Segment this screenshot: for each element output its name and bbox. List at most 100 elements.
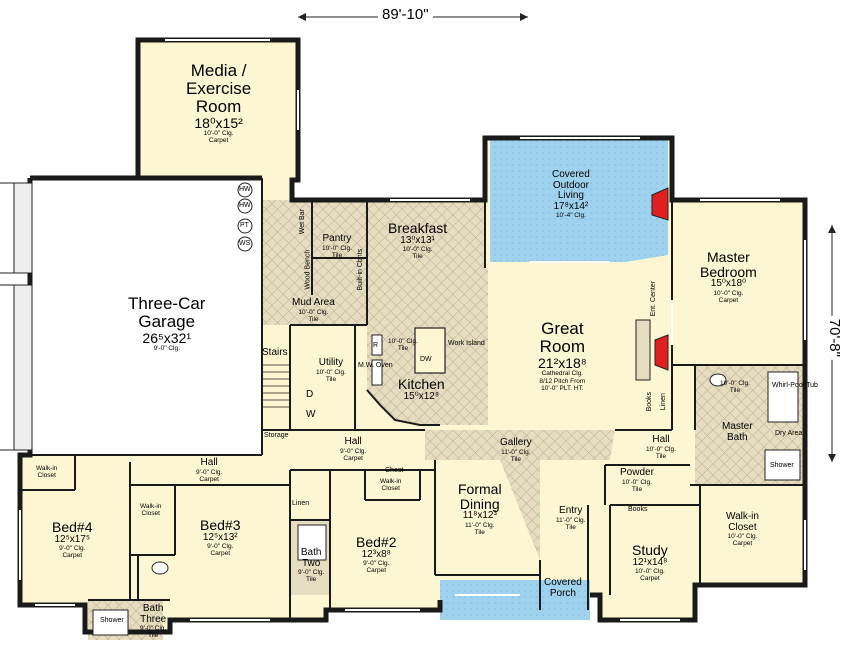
room-great-room: Great Room 21²x18⁸ Cathedral Clg. 8/12 P… <box>538 320 587 392</box>
room-size: 17⁸x14² <box>553 200 589 212</box>
room-size: 26⁵x32¹ <box>142 329 192 346</box>
room-media-exercise: Media / Exercise Room 18⁰x15² 10'-0" Clg… <box>186 62 251 145</box>
linen-label: Linen <box>659 393 667 411</box>
room-pantry: Pantry 10'-0" Clg. Tile <box>322 233 352 259</box>
room-name: Living <box>557 190 584 201</box>
microwave-oven-label: M.W. Oven <box>358 362 393 369</box>
room-note: 9'-0" Clg. <box>59 545 86 553</box>
built-in-cabinets-label: Built-in Cbnts <box>357 248 365 291</box>
room-name: Kitchen <box>398 376 445 392</box>
room-name: Closet <box>37 472 56 480</box>
room-name: Walk-in <box>140 503 162 510</box>
room-note: Carpet <box>640 575 660 583</box>
room-formal-dining: Formal Dining 11⁸x12³ 11'-0" Clg. Tile <box>458 482 502 536</box>
room-master-bath: Master Bath <box>722 421 753 443</box>
room-name: Two <box>301 557 321 569</box>
room-name: Walk-in <box>36 465 58 472</box>
room-note: Tile <box>325 375 337 383</box>
room-name: Covered <box>544 577 582 588</box>
room-note: Tile <box>474 529 485 537</box>
room-note: 10'-4" Clg. <box>555 212 586 219</box>
room-note: 10'-0" Clg. <box>203 130 234 138</box>
room-name: Dining <box>459 495 500 512</box>
room-name: Gallery <box>500 437 532 448</box>
room-size: 11⁸x12³ <box>462 510 497 522</box>
room-name: Entry <box>559 505 583 516</box>
room-size: 12¹x14⁸ <box>632 556 668 568</box>
room-note: Tile <box>148 632 159 640</box>
room-note: 8/12 Pitch From <box>539 377 586 385</box>
room-name: Bed#4 <box>52 519 93 535</box>
overall-depth-dimension: 70'-8" <box>826 315 843 360</box>
room-name: Walk-in <box>380 478 402 485</box>
storage-label: Storage <box>264 432 289 439</box>
room-note: Tile <box>655 452 667 460</box>
room-note: Carpet <box>210 550 230 558</box>
room-note: 10'-0" Clg. <box>634 568 665 576</box>
room-note: Tile <box>308 315 319 323</box>
bath-fixtures <box>92 371 801 636</box>
chest-label: Chest <box>385 467 404 474</box>
room-name: Utility <box>318 357 344 368</box>
room-name: Bath <box>300 547 322 558</box>
room-garage: Three-Car Garage 26⁵x32¹ 9'-0" Clg. <box>128 295 205 353</box>
room-name: Formal <box>458 481 502 497</box>
room-bed4: Bed#4 12⁵x17⁵ 9'-0" Clg. Carpet <box>52 519 93 560</box>
room-size: 12⁵x13² <box>202 531 238 543</box>
room-note: 10'-0" PLT. HT. <box>541 384 584 392</box>
room-name: Three-Car <box>128 294 206 313</box>
dishwasher-label: DW <box>420 356 432 363</box>
kitchen-notes: 10'-0" Clg. Tile <box>388 338 418 352</box>
room-note: Carpet <box>199 475 219 483</box>
room-breakfast: Breakfast 13⁰x13¹ 10'-0" Clg. Tile <box>388 221 447 261</box>
room-bed3: Bed#3 12⁵x13² 9'-0" Clg. Carpet <box>200 517 241 558</box>
room-name: Bed#3 <box>200 517 241 533</box>
master-bath-notes: 10'-0" Clg. Tile <box>720 380 750 394</box>
books-label: Books <box>646 391 654 412</box>
room-name: Exercise <box>186 78 252 98</box>
ws-label: WS <box>239 240 251 247</box>
room-note: Carpet <box>732 540 753 548</box>
room-note: 10'-0" Clg. <box>316 368 346 376</box>
linen-closet-label: Linen <box>292 500 310 507</box>
room-master-bedroom: Master Bedroom 15⁰x18⁰ 10'-0" Clg. Carpe… <box>700 250 757 304</box>
room-bath-three: Bath Three 9'-0" Clg. Tile <box>140 603 167 640</box>
wood-bench-label: Wood Bench <box>304 249 312 290</box>
room-note: 10'-0" Clg. <box>402 246 433 254</box>
room-note: 10'-0" Clg. <box>621 478 652 486</box>
garage-floor <box>30 178 262 455</box>
room-name: Closet <box>141 510 160 518</box>
room-note: 11'-0" Clg. <box>501 448 531 456</box>
stairs <box>262 364 290 408</box>
work-island-label: Work Island <box>448 340 485 347</box>
stairs-label: Stairs <box>262 347 288 358</box>
washer-label: W <box>306 409 316 420</box>
room-note: Carpet <box>343 454 363 462</box>
room-note: 9'-0" Clg. <box>153 345 180 353</box>
room-bed2: Bed#2 12³x8⁸ 9'-0" Clg. Carpet <box>356 535 396 575</box>
room-note: 9'-0" Clg. <box>196 468 223 476</box>
room-master-walkin-closet: Walk-in Closet 10'-0" Clg. Carpet <box>726 511 759 548</box>
dry-area-label: Dry Area <box>775 430 803 437</box>
room-name: Hall <box>344 436 362 447</box>
room-name: Study <box>632 542 668 558</box>
room-note: 9'-0" Clg. <box>298 569 325 576</box>
room-name: Closet <box>728 521 757 533</box>
room-name: Three <box>140 613 167 625</box>
room-size: 12⁵x17⁵ <box>54 533 91 545</box>
room-name: Room <box>195 96 242 116</box>
ent-center-label: Ent. Center <box>650 280 658 317</box>
room-note: Carpet <box>366 567 386 575</box>
shower-label: Shower <box>770 462 794 469</box>
room-note: Tile <box>306 576 317 584</box>
room-name: Bath <box>142 603 164 614</box>
room-note: 9'-0" Clg. <box>140 625 167 632</box>
room-note: 9'-0" Clg. <box>363 560 390 568</box>
room-name: Pantry <box>322 233 352 244</box>
room-kitchen: Kitchen 15⁰x12⁸ <box>398 377 445 402</box>
room-note: Tile <box>565 523 576 531</box>
room-name: Covered <box>552 169 590 180</box>
room-size: 12³x8⁸ <box>361 548 391 560</box>
room-bed2-walkin: Walk-in Closet <box>380 478 401 492</box>
